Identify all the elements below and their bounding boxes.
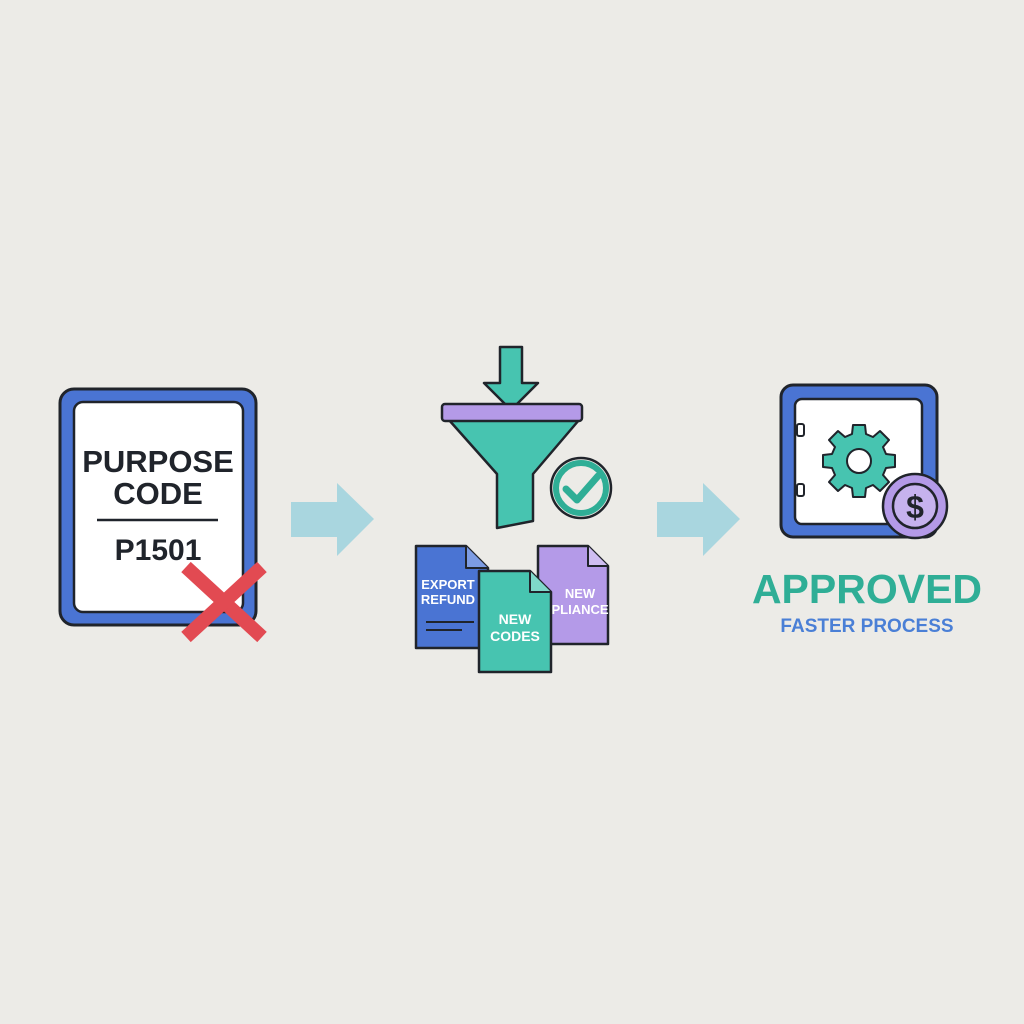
- document-label-line1: EXPORT: [421, 577, 475, 592]
- document-icon: NEW PLIANCE: [536, 544, 610, 646]
- gear-icon: [822, 424, 896, 498]
- arrow-right-icon: [291, 483, 374, 556]
- red-x-icon: [181, 561, 267, 643]
- filter-step: EXPORT REFUND NEW PLIANCE NEW CODES: [414, 345, 613, 674]
- document-icon: NEW CODES: [477, 569, 553, 674]
- purpose-code-heading-line1: PURPOSE: [82, 444, 234, 479]
- document-label-line1: NEW: [565, 586, 596, 601]
- document-icon: EXPORT REFUND: [414, 544, 490, 650]
- document-label-line2: PLIANCE: [551, 602, 608, 617]
- funnel-icon: [440, 402, 584, 530]
- approved-step: $ APPROVED FASTER PROCESS: [752, 383, 982, 637]
- document-label-line2: CODES: [490, 628, 540, 644]
- down-arrow-icon: [482, 345, 540, 412]
- document-label-line2: REFUND: [421, 592, 475, 607]
- purpose-code-card: PURPOSE CODE P1501: [58, 387, 267, 643]
- dollar-coin-icon: $: [881, 472, 949, 540]
- approved-subtitle: FASTER PROCESS: [780, 616, 953, 637]
- coin-symbol: $: [906, 489, 924, 525]
- purpose-code-heading-line2: CODE: [113, 476, 203, 511]
- approved-title: APPROVED: [752, 566, 982, 612]
- purpose-code-value: P1501: [115, 534, 202, 567]
- document-label-line1: NEW: [499, 611, 532, 627]
- arrow-right-icon: [657, 483, 740, 556]
- document-stack: EXPORT REFUND NEW PLIANCE NEW CODES: [414, 544, 610, 674]
- check-circle-icon: [549, 456, 613, 520]
